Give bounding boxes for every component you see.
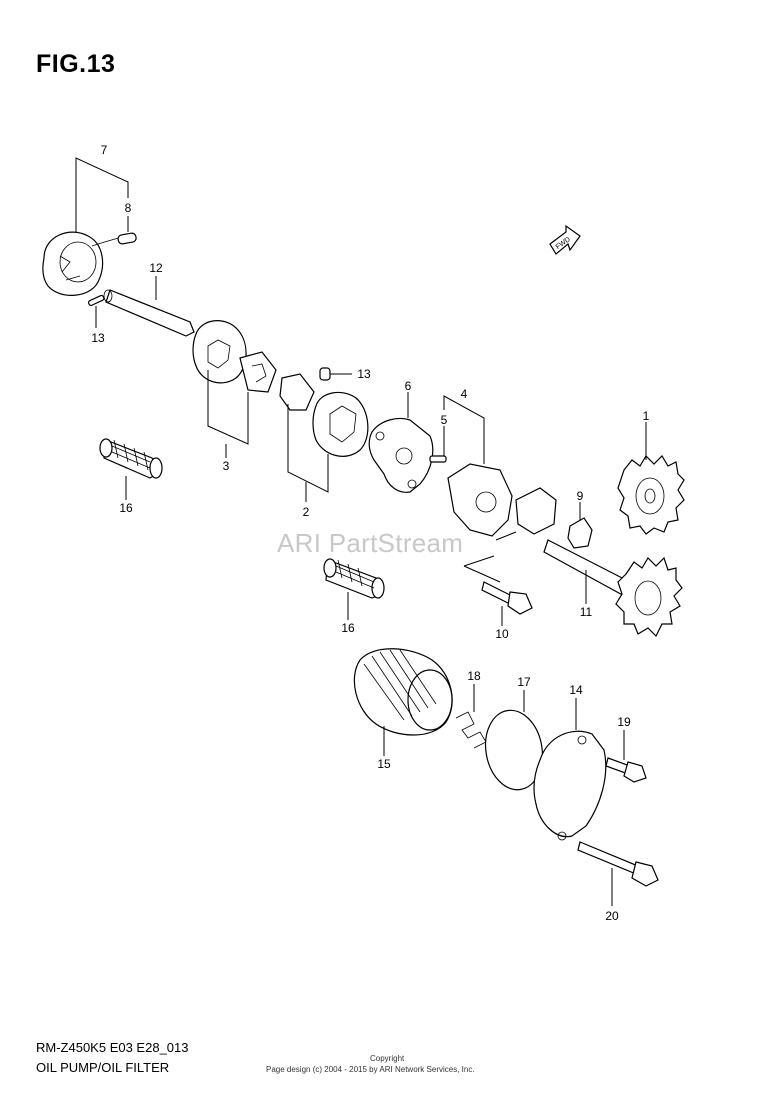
callout-13-left[interactable]: 13 xyxy=(91,331,105,345)
part-5-pin[interactable] xyxy=(429,455,447,463)
section-name: OIL PUMP/OIL FILTER xyxy=(36,1060,170,1075)
callout-14[interactable]: 14 xyxy=(569,683,583,697)
callout-20[interactable]: 20 xyxy=(605,909,619,923)
part-6-plate[interactable] xyxy=(368,417,434,493)
callout-8[interactable]: 8 xyxy=(125,201,132,215)
part-4-pump-body[interactable] xyxy=(447,463,557,537)
callout-11[interactable]: 11 xyxy=(580,605,593,619)
callout-1[interactable]: 1 xyxy=(643,409,650,423)
part-14-filter-cap[interactable] xyxy=(533,730,607,841)
part-16-strainer-middle[interactable] xyxy=(323,558,385,599)
callout-6[interactable]: 6 xyxy=(405,379,412,393)
callout-16-left[interactable]: 16 xyxy=(119,501,133,515)
callout-12[interactable]: 12 xyxy=(149,261,163,275)
callout-19[interactable]: 19 xyxy=(617,715,631,729)
watermark: ARI PartStream xyxy=(277,528,464,558)
callout-15[interactable]: 15 xyxy=(377,757,391,771)
part-1-gear[interactable] xyxy=(617,455,685,535)
part-11-drive-gear[interactable] xyxy=(543,539,683,638)
part-7-pump-housing[interactable] xyxy=(42,231,125,296)
leader-lines xyxy=(75,157,647,906)
callout-16-middle[interactable]: 16 xyxy=(341,621,355,635)
part-16-strainer-left[interactable] xyxy=(99,438,163,479)
callout-3[interactable]: 3 xyxy=(223,459,230,473)
copyright-label: Copyright xyxy=(370,1054,405,1063)
part-2-rotor-set[interactable] xyxy=(279,373,369,457)
copyright-text: Page design (c) 2004 - 2015 by ARI Netwo… xyxy=(266,1065,475,1074)
callout-7[interactable]: 7 xyxy=(101,143,108,157)
callout-10[interactable]: 10 xyxy=(495,627,509,641)
callout-9[interactable]: 9 xyxy=(577,489,584,503)
model-code: RM-Z450K5 E03 E28_013 xyxy=(36,1040,189,1055)
part-8-pin[interactable] xyxy=(117,232,137,245)
part-10-bolt[interactable] xyxy=(481,581,533,615)
callout-labels: 1 2 3 4 5 6 7 8 9 10 11 12 13 13 14 15 1… xyxy=(91,143,649,923)
callout-2[interactable]: 2 xyxy=(303,505,310,519)
callout-17[interactable]: 17 xyxy=(517,675,531,689)
callout-5[interactable]: 5 xyxy=(441,413,448,427)
part-12-shaft[interactable] xyxy=(103,289,195,337)
part-20-long-bolt[interactable] xyxy=(577,841,659,887)
part-13-pin-middle[interactable] xyxy=(319,367,331,381)
part-15-oil-filter[interactable] xyxy=(353,648,453,736)
part-13-pin-left[interactable] xyxy=(87,294,105,307)
callout-13-middle[interactable]: 13 xyxy=(357,367,371,381)
callout-4[interactable]: 4 xyxy=(461,387,468,401)
callout-18[interactable]: 18 xyxy=(467,669,481,683)
figure-title: FIG.13 xyxy=(36,50,116,78)
part-3-outer-rotor[interactable] xyxy=(192,320,277,393)
part-18-spring[interactable] xyxy=(455,711,487,749)
part-9-collar[interactable] xyxy=(567,517,593,549)
part-17-o-ring[interactable] xyxy=(479,706,548,795)
fwd-arrow-icon: FWD xyxy=(549,224,581,255)
part-19-bolt[interactable] xyxy=(605,757,647,783)
